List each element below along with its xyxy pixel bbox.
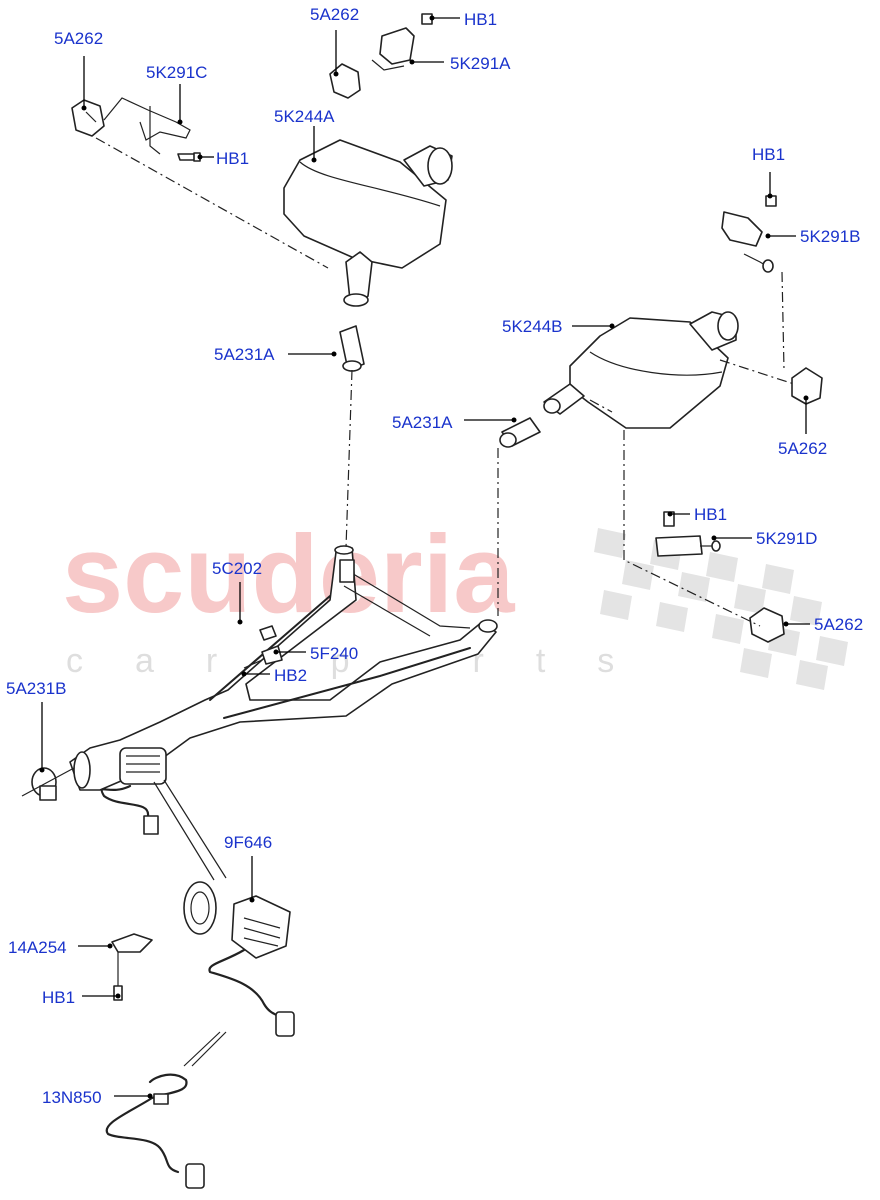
watermark-subtitle: car parts bbox=[66, 642, 666, 680]
sensor-9f646 bbox=[153, 779, 295, 1037]
bracket-5k291c bbox=[103, 97, 191, 155]
leader-lines bbox=[39, 15, 810, 1099]
label-hb1-right[interactable]: HB1 bbox=[752, 145, 785, 164]
part-labels: 5A262 5K291C HB1 5A262 HB1 5K291A 5K244A… bbox=[6, 5, 863, 1107]
label-5k291c[interactable]: 5K291C bbox=[146, 63, 207, 82]
label-5a262-top[interactable]: 5A262 bbox=[310, 5, 359, 24]
harness-13n850 bbox=[105, 1031, 227, 1189]
bracket-14a254 bbox=[111, 933, 153, 1001]
label-hb1-top[interactable]: HB1 bbox=[464, 10, 497, 29]
label-5a231a-left[interactable]: 5A231A bbox=[214, 345, 275, 364]
label-5c202[interactable]: 5C202 bbox=[212, 559, 262, 578]
label-13n850[interactable]: 13N850 bbox=[42, 1088, 102, 1107]
bracket-5k291d bbox=[655, 511, 721, 557]
bracket-5k291b bbox=[721, 195, 777, 273]
label-5a262-bottom-right[interactable]: 5A262 bbox=[814, 615, 863, 634]
label-hb2[interactable]: HB2 bbox=[274, 666, 307, 685]
y-pipe-5c202 bbox=[69, 545, 498, 791]
clamp-5a231b bbox=[21, 767, 75, 801]
label-5k291a[interactable]: 5K291A bbox=[450, 54, 511, 73]
label-14a254[interactable]: 14A254 bbox=[8, 938, 67, 957]
label-5k291b[interactable]: 5K291B bbox=[800, 227, 861, 246]
label-5a231b[interactable]: 5A231B bbox=[6, 679, 67, 698]
label-5f240[interactable]: 5F240 bbox=[310, 644, 358, 663]
label-5a262-right[interactable]: 5A262 bbox=[778, 439, 827, 458]
label-5a231a-mid[interactable]: 5A231A bbox=[392, 413, 453, 432]
label-hb1-mid[interactable]: HB1 bbox=[694, 505, 727, 524]
hanger-5a262-top-left bbox=[71, 99, 105, 137]
bolt-hb1-top-left bbox=[177, 152, 201, 162]
hanger-5a262-top bbox=[329, 63, 361, 99]
watermark-brand: scuderia bbox=[62, 513, 515, 636]
label-5k244b[interactable]: 5K244B bbox=[502, 317, 563, 336]
silencer-5k244a bbox=[283, 139, 453, 372]
label-5k244a[interactable]: 5K244A bbox=[274, 107, 335, 126]
bracket-5k291a bbox=[371, 13, 433, 71]
watermark: scuderia car parts bbox=[62, 513, 848, 690]
label-hb1-top-left[interactable]: HB1 bbox=[216, 149, 249, 168]
sensor-on-pipe bbox=[100, 747, 167, 835]
label-9f646[interactable]: 9F646 bbox=[224, 833, 272, 852]
label-5k291d[interactable]: 5K291D bbox=[756, 529, 817, 548]
connection-lines bbox=[95, 137, 795, 627]
silencer-5k244b bbox=[499, 311, 739, 448]
label-hb1-bottom-left[interactable]: HB1 bbox=[42, 988, 75, 1007]
label-5a262-top-left[interactable]: 5A262 bbox=[54, 29, 103, 48]
hanger-5a262-bottom-right bbox=[749, 607, 785, 643]
hanger-5a262-right bbox=[791, 367, 823, 405]
